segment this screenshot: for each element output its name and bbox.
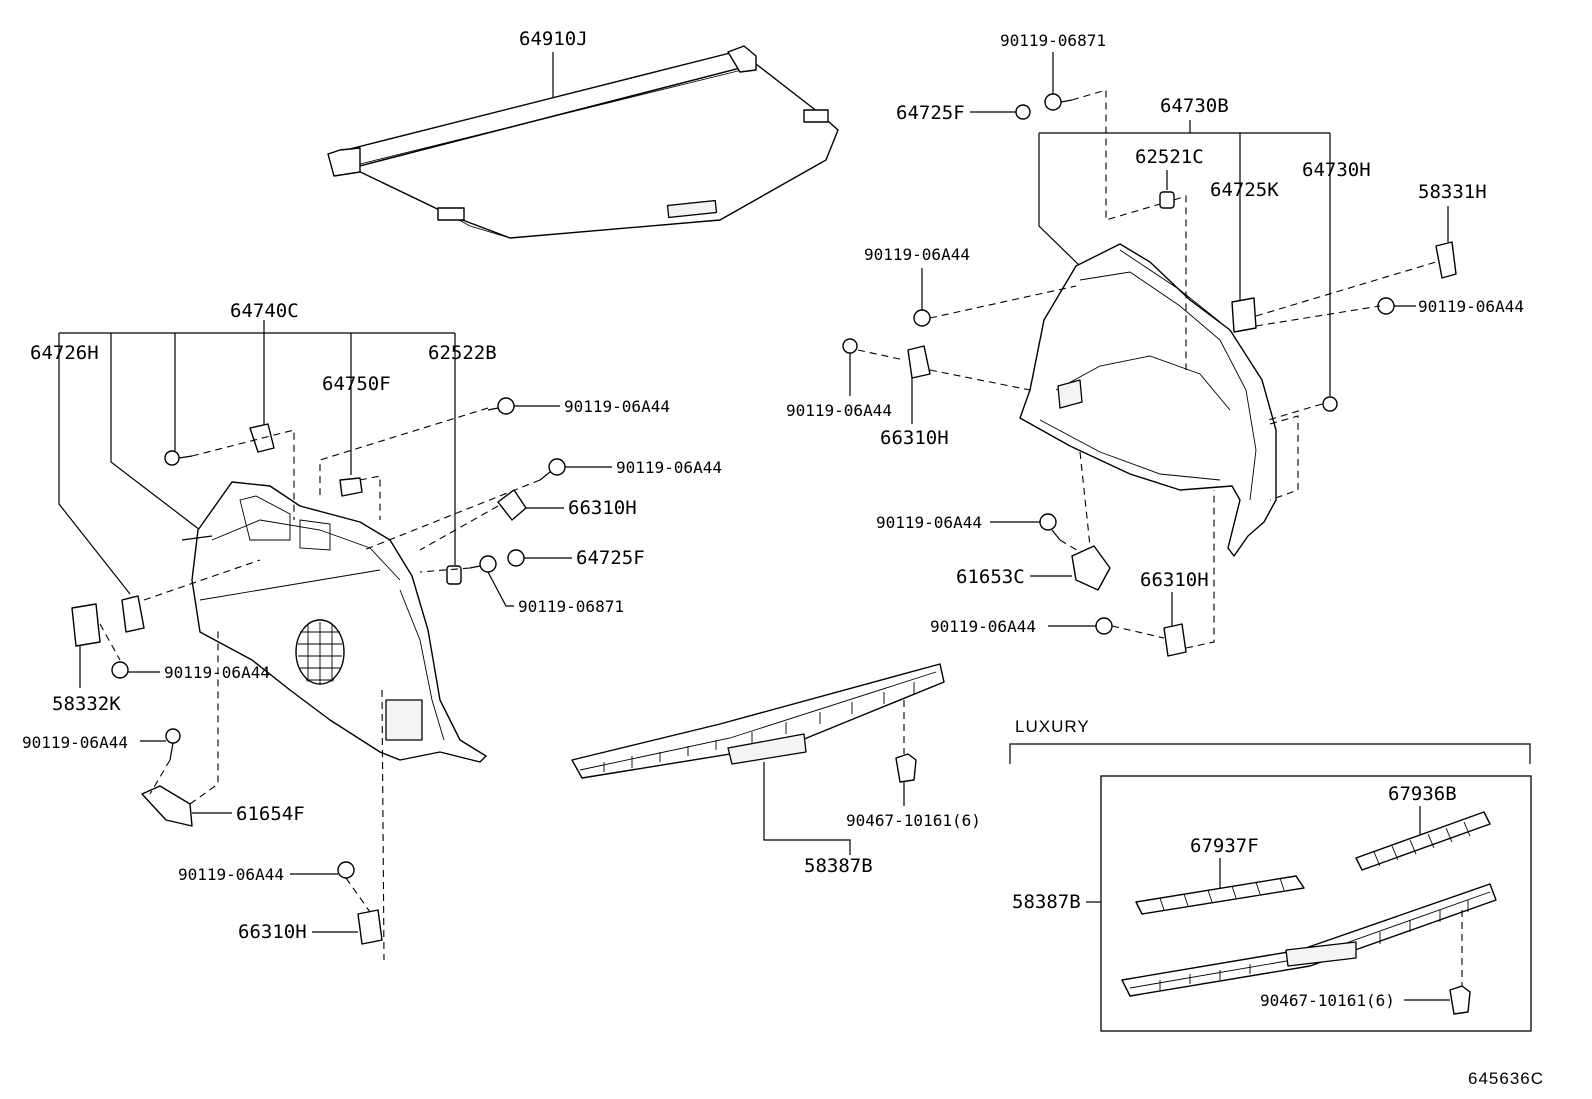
label-center-clip: 90467-10161(6) [846,811,981,830]
left-clip-66310-lower-icon [357,909,383,945]
center-sill-plate [571,663,945,779]
label-left-bolt-upper-2: 90119-06A44 [616,458,722,477]
label-left-clip-66310-lower: 66310H [238,921,307,943]
left-bolt-upper-1-icon [487,397,515,415]
label-left-bolt-lower-1: 90119-06A44 [164,663,270,682]
label-left-clip-66310-upper: 66310H [568,497,637,519]
right-hook-64725-icon [1231,297,1257,333]
right-clip-64725-icon [1015,104,1031,120]
left-cap-icon [446,565,462,585]
right-bolt-c-icon [842,338,858,354]
label-right-bracket-58331: 58331H [1418,181,1487,203]
center-clip-icon [895,753,917,783]
left-bolt-lower-3-icon [337,861,355,879]
left-hook-61654-icon [141,785,193,827]
left-bolt-lower-1-icon [111,661,129,679]
left-bolt-06871-icon [469,555,497,573]
right-bolt-top-icon [1044,93,1073,111]
right-bolt-d-icon [1039,513,1061,541]
left-bracket-58332-icon [71,603,101,647]
speaker-grille-icon [295,619,345,685]
right-hook-61653-icon [1071,545,1111,591]
label-left-panel-group: 64740C [230,300,299,322]
luxury-sill-plate [1121,883,1497,997]
luxury-parts-box [1100,775,1532,1032]
label-right-panel: 64730H [1302,159,1371,181]
label-luxury-group: LUXURY [1015,717,1090,736]
right-clip-66310-b-icon [1163,623,1187,657]
label-left-bolt-lower-2: 90119-06A44 [22,733,128,752]
label-luxury-sill: 58387B [1012,891,1081,913]
right-bolt-b-icon [1377,297,1395,315]
label-left-bolt-upper-1: 90119-06A44 [564,397,670,416]
left-bolt-upper-icon [164,450,193,466]
right-bolt-e-icon [1095,617,1113,635]
luxury-plate-f [1135,875,1305,915]
left-bolt-upper-2-icon [539,458,566,481]
label-right-bolt-a: 90119-06A44 [864,245,970,264]
label-left-hook-61654: 61654F [236,803,305,825]
label-right-bolt-e: 90119-06A44 [930,617,1036,636]
label-left-cap: 62522B [428,342,497,364]
label-luxury-plate-b: 67936B [1388,783,1457,805]
label-tonneau-cover: 64910J [519,28,588,50]
left-hook-bracket-icon [121,595,145,633]
figure-code: 645636C [1468,1069,1544,1088]
label-luxury-plate-f: 67937F [1190,835,1259,857]
right-quarter-trim-panel [1019,243,1277,557]
left-quarter-trim-panel [181,481,487,763]
label-luxury-clip: 90467-10161(6) [1260,991,1395,1010]
label-left-bolt-06871: 90119-06871 [518,597,624,616]
label-right-cap: 62521C [1135,146,1204,168]
label-left-clip-64725: 64725F [576,547,645,569]
label-right-hook-64725: 64725K [1210,179,1279,201]
label-left-bracket-clip: 64750F [322,373,391,395]
label-right-clip-66310-a: 66310H [880,427,949,449]
label-right-bolt-b: 90119-06A44 [1418,297,1524,316]
label-right-bolt-d: 90119-06A44 [876,513,982,532]
label-left-panel: 64726H [30,342,99,364]
luxury-clip-icon [1449,985,1471,1015]
left-clip-64725-icon [507,549,525,567]
left-bolt-lower-2-icon [165,728,181,761]
right-bracket-58331-icon [1435,241,1457,279]
label-right-panel-group: 64730B [1160,95,1229,117]
left-bracket-clip-icon [339,477,363,497]
label-right-hook-61653: 61653C [956,566,1025,588]
label-left-bolt-lower-3: 90119-06A44 [178,865,284,884]
label-right-clip-66310-b: 66310H [1140,569,1209,591]
tonneau-cover [327,45,839,239]
label-left-bracket-58332: 58332K [52,693,121,715]
right-panel-clip-icon [1322,396,1338,412]
label-right-clip-64725: 64725F [896,102,965,124]
right-bolt-a-icon [913,309,931,327]
label-right-bolt-c: 90119-06A44 [786,401,892,420]
right-clip-66310-a-icon [907,345,931,379]
right-cap-icon [1159,191,1175,209]
label-center-sill: 58387B [804,855,873,877]
luxury-plate-b [1355,811,1491,871]
label-right-bolt-top: 90119-06871 [1000,31,1106,50]
